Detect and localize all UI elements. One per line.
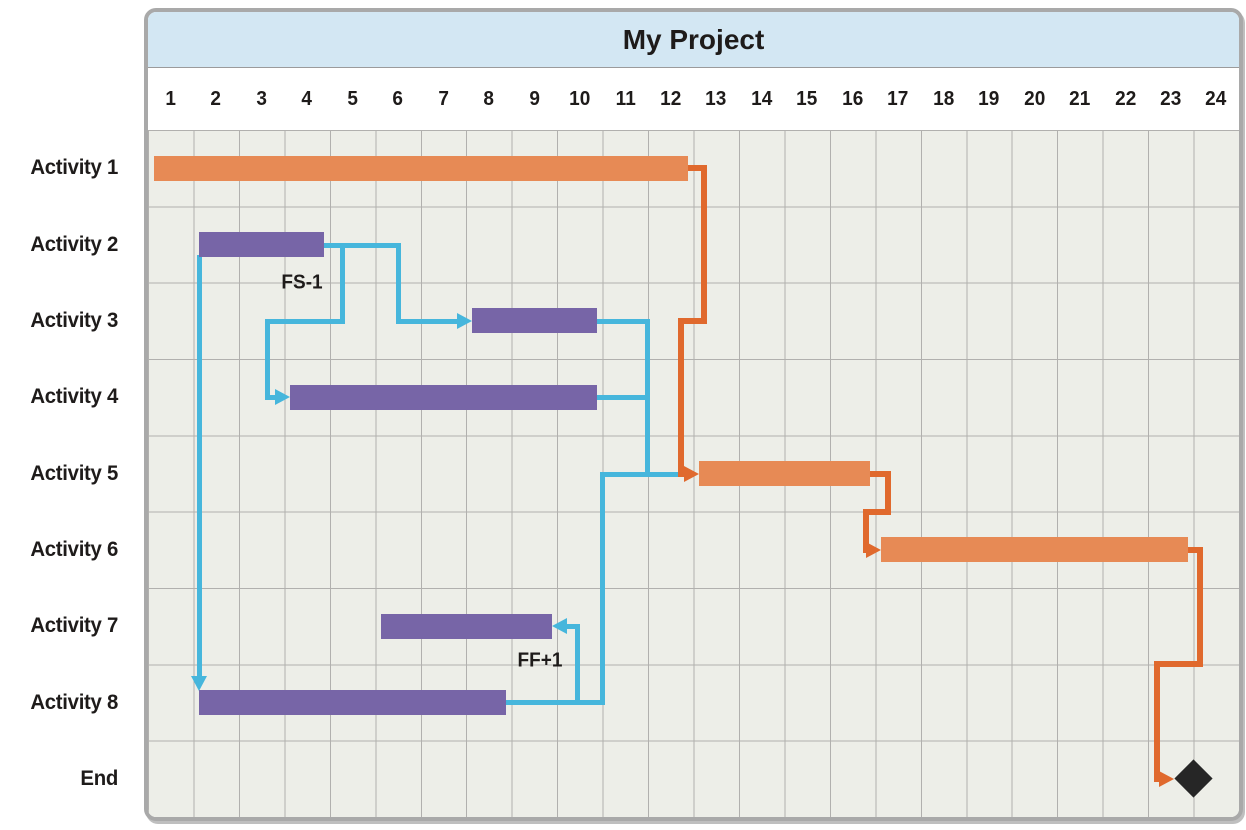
day-tick-4: 4 (301, 87, 313, 110)
row-label-activity-6: Activity 6 (30, 537, 119, 561)
arrowhead-right-icon (866, 542, 881, 558)
day-tick-24: 24 (1205, 87, 1227, 110)
day-tick-22: 22 (1114, 87, 1136, 110)
link-segment (599, 471, 605, 705)
day-tick-21: 21 (1069, 87, 1091, 110)
arrowhead-left-icon (552, 618, 567, 634)
link-segment (1154, 661, 1203, 667)
gantt-bar-activity-1 (153, 155, 689, 181)
link-segment (395, 242, 401, 324)
day-tick-9: 9 (529, 87, 540, 110)
day-tick-16: 16 (841, 87, 864, 110)
gantt-bar-activity-7 (380, 613, 552, 639)
gantt-bar-activity-8 (198, 690, 507, 716)
day-tick-3: 3 (256, 87, 267, 110)
arrowhead-right-icon (684, 466, 699, 482)
link-segment (678, 471, 687, 477)
end-milestone-diamond (1174, 759, 1213, 799)
day-tick-5: 5 (347, 87, 358, 110)
gantt-bar-activity-4 (289, 384, 598, 410)
row-label-activity-2: Activity 2 (30, 232, 119, 256)
link-segment (599, 471, 689, 477)
link-segment (264, 394, 279, 400)
link-segment (678, 318, 707, 324)
day-tick-15: 15 (796, 87, 818, 110)
link-segment (196, 254, 202, 679)
day-tick-7: 7 (438, 87, 449, 110)
link-segment (264, 318, 270, 400)
gantt-bar-activity-2 (198, 232, 325, 258)
day-tick-17: 17 (887, 87, 909, 110)
link-segment (562, 623, 580, 629)
link-segment (678, 318, 684, 477)
day-tick-6: 6 (392, 87, 404, 110)
link-segment (1197, 547, 1203, 667)
day-tick-19: 19 (978, 87, 1000, 110)
link-segment (685, 165, 707, 171)
day-tick-8: 8 (483, 87, 495, 110)
link-segment (321, 242, 401, 248)
row-label-activity-1: Activity 1 (30, 156, 119, 180)
arrowhead-right-icon (1159, 771, 1174, 787)
row-label-activity-7: Activity 7 (30, 614, 119, 638)
link-segment (885, 471, 891, 515)
day-tick-10: 10 (569, 87, 591, 110)
activity-row-labels: Activity 1 Activity 2 Activity 3 Activity 4… (0, 0, 140, 830)
link-segment (339, 242, 345, 324)
chart-title: My Project (622, 23, 765, 55)
gantt-bar-activity-6 (880, 537, 1189, 563)
arrowhead-down-icon (191, 676, 207, 691)
lag-label-fs-1: FS-1 (281, 271, 323, 294)
arrowhead-right-icon (275, 389, 290, 405)
row-label-activity-4: Activity 4 (30, 385, 119, 409)
day-tick-12: 12 (660, 87, 682, 110)
link-segment (574, 623, 580, 705)
link-segment (594, 318, 650, 324)
row-label-end: End (80, 766, 118, 790)
link-segment (395, 318, 461, 324)
link-segment (863, 509, 891, 515)
link-segment (503, 699, 605, 705)
day-tick-13: 13 (705, 87, 727, 110)
day-tick-20: 20 (1023, 87, 1045, 110)
row-label-activity-3: Activity 3 (30, 308, 119, 332)
day-tick-2: 2 (210, 87, 222, 110)
gantt-bar-activity-5 (699, 461, 870, 487)
lag-label-ff-1: FF+1 (517, 649, 563, 672)
day-tick-18: 18 (932, 87, 954, 110)
link-segment (594, 394, 650, 400)
row-label-activity-8: Activity 8 (30, 690, 119, 714)
chart-title-band: My Project (148, 12, 1239, 68)
link-segment (1154, 776, 1162, 782)
day-tick-1: 1 (165, 87, 177, 110)
row-label-activity-5: Activity 5 (30, 461, 119, 485)
link-segment (867, 471, 891, 477)
day-tick-11: 11 (615, 87, 636, 110)
link-segment (701, 165, 707, 324)
link-segment (1185, 547, 1203, 553)
arrowhead-right-icon (457, 313, 472, 329)
day-tick-23: 23 (1160, 87, 1182, 110)
day-tick-14: 14 (751, 87, 773, 110)
gantt-bar-activity-3 (471, 308, 598, 334)
link-segment (264, 318, 345, 324)
link-segment (1154, 661, 1160, 782)
link-segment (863, 509, 869, 553)
